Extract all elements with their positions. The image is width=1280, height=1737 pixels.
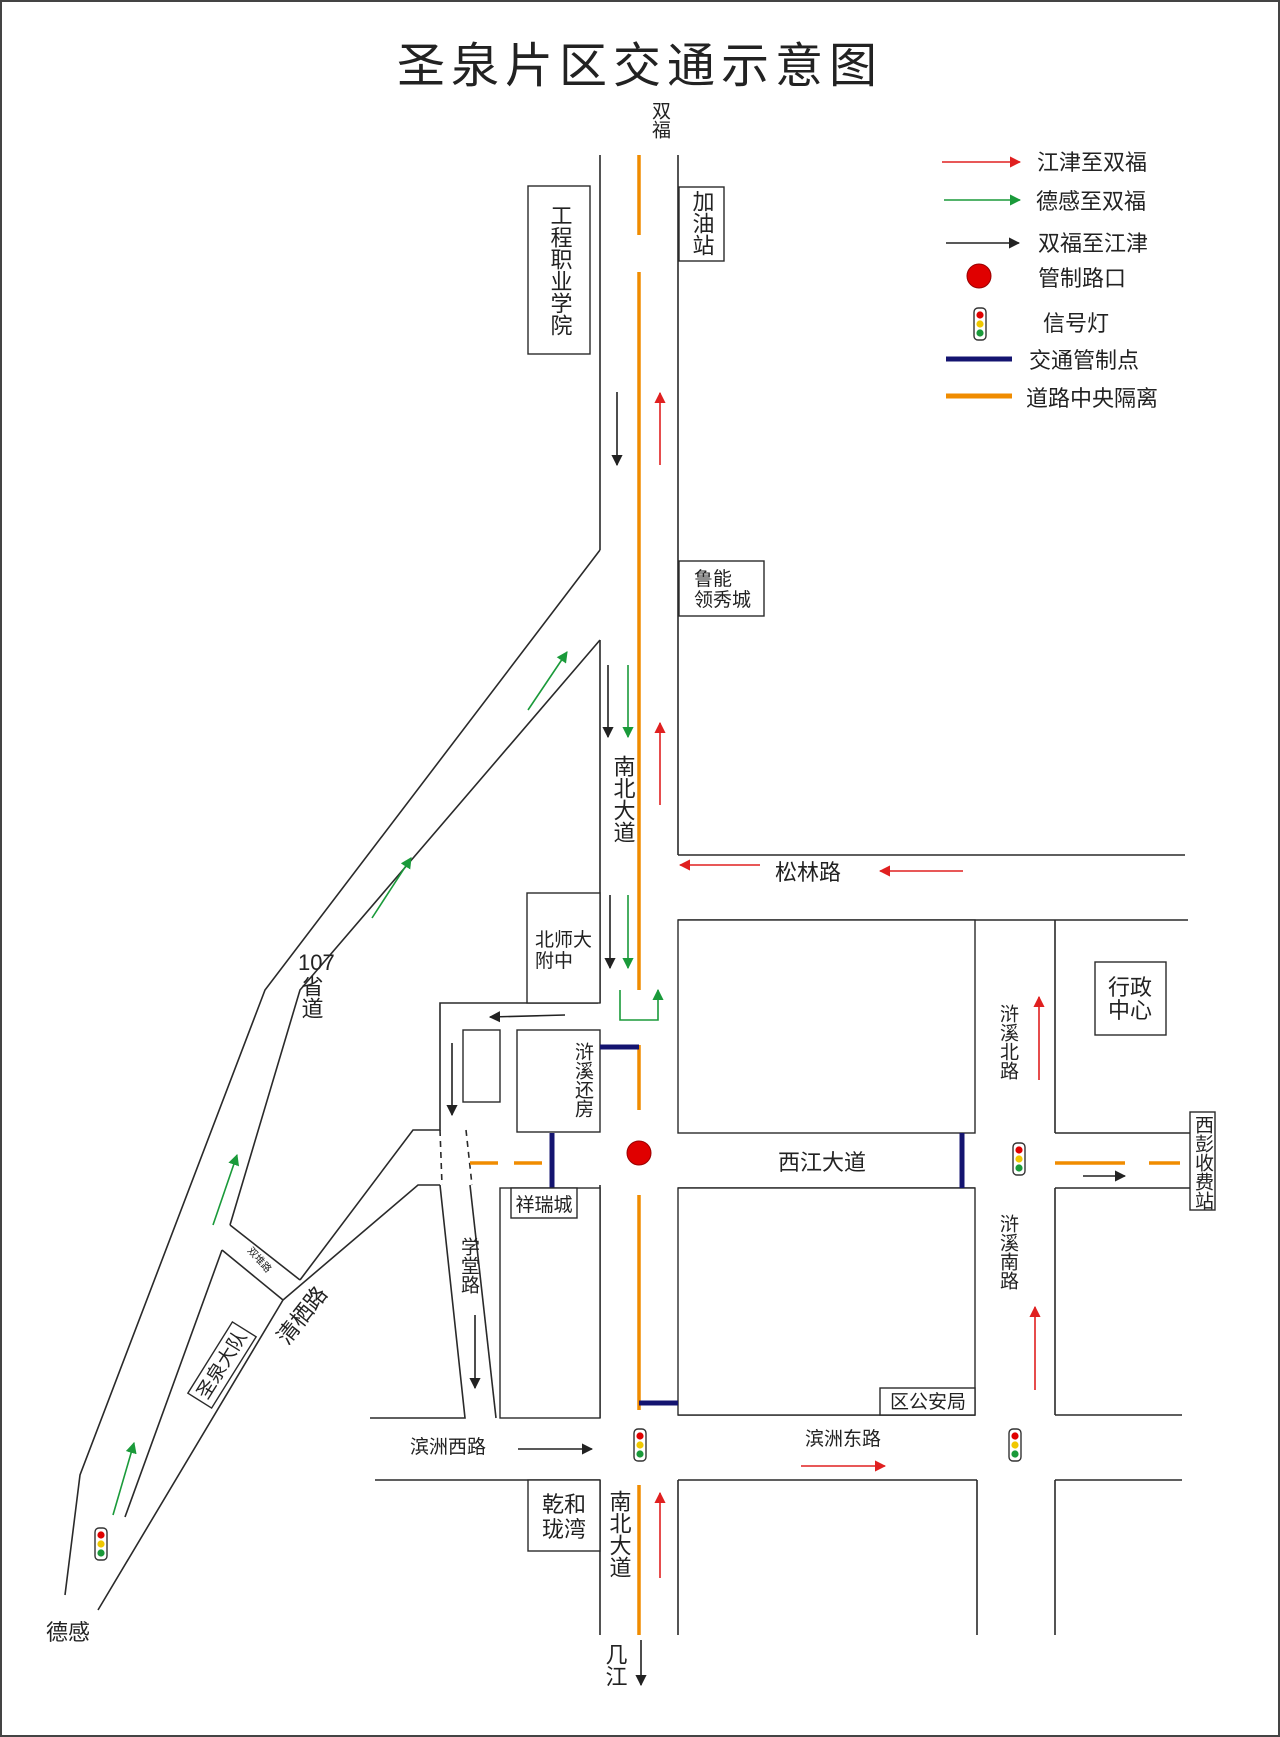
label-shuangfu: 双福 [649,101,671,139]
label-qianhe-line2: 珑湾 [542,1518,586,1543]
legend-label-blue: 交通管制点 [1029,349,1139,374]
traffic-light-binzhou-east [1008,1428,1022,1462]
city-blocks [462,919,976,1419]
qianhe-box [527,1479,601,1552]
label-binzhou-donglu: 滨洲东路 [805,1428,881,1450]
gonganju-box [879,1387,976,1416]
label-xuxi-beilu: 浒溪北路 [997,1004,1019,1080]
green-arrow-107-south [212,1153,240,1226]
block-xiangrui-south [499,1187,601,1419]
label-luneng-line1: 鲁能 [694,568,732,590]
label-xuetang-lu: 学堂路 [458,1237,480,1294]
traffic-light-binzhou-west [633,1428,647,1462]
traffic-control-points [549,1044,965,1406]
label-beishi-line1: 北师大 [535,929,592,951]
legend-red-dot-icon [966,263,992,289]
label-nanbei-dadao-south: 南北大道 [606,1490,632,1578]
legend-traffic-light-icon [973,307,987,341]
label-xingzheng-line2: 中心 [1108,999,1152,1024]
legend-label-orange: 道路中央隔离 [1026,387,1158,412]
jiayouzhan-box [678,186,725,262]
green-arrow-107-mid [371,857,412,919]
legend-label-dot: 管制路口 [1038,267,1126,292]
label-qianhe-line1: 乾和 [542,1493,586,1518]
label-jiayouzhan: 加油站 [689,190,715,256]
route-107-west-edge [64,549,601,1596]
label-degan: 德感 [46,1621,90,1646]
label-beishi-line2: 附中 [535,950,573,972]
label-xiangrui: 祥瑞城 [515,1194,572,1216]
green-arrow-degan [112,1441,137,1516]
xuetang-road-dashed-2 [465,1129,473,1186]
traffic-light-degan [94,1527,108,1561]
label-xuxi-huanfang: 浒溪还房 [572,1042,594,1118]
control-intersection-dot [626,1140,652,1166]
legend-label-red: 江津至双福 [1037,151,1147,176]
label-nanbei-dadao: 南北大道 [610,755,636,843]
block-narrow [462,1029,501,1103]
label-qingqi-lu: 清栖路 [273,1282,333,1349]
legend-label-black: 双福至江津 [1038,232,1148,257]
xipeng-box [1189,1111,1216,1211]
flow-arrows [112,391,1127,1687]
qingqi-road-south-edge [97,1184,440,1611]
xuetang-road-east-edge [469,1184,497,1419]
label-107: 107 [298,950,335,975]
gongcheng-box [527,185,591,355]
page-title: 圣泉片区交通示意图 [397,38,883,94]
legend-label-green: 德感至双福 [1036,190,1146,215]
xingzheng-box [1094,961,1167,1036]
block-xuxi-huanfang [516,1029,601,1133]
shuangdui-road-link [229,1224,301,1281]
label-xingzheng-line1: 行政 [1108,976,1152,1001]
traffic-light-xijiang-east [1012,1142,1026,1176]
black-arrow-qingqi-west [488,1011,566,1023]
label-luneng-line2: 领秀城 [694,589,751,611]
legend-label-light: 信号灯 [1043,312,1109,337]
beishi-box [526,892,601,1004]
label-xijiang-dadao: 西江大道 [778,1151,866,1176]
median-lines [470,155,1180,1635]
xuetang-road-west-edge [370,1184,466,1419]
green-arrow-107-north [527,651,568,711]
label-xuxi-nanlu: 浒溪南路 [997,1214,1019,1290]
xiangrui-box [510,1187,578,1219]
label-xipeng: 西彭收费站 [1192,1115,1214,1210]
route-107-inner-branch [124,1249,223,1518]
luneng-box [678,560,765,617]
label-shengdao: 省道 [298,975,324,1019]
shengquan-box [186,1320,258,1410]
label-binzhou-xilu: 滨洲西路 [410,1436,486,1458]
legend: 江津至双福 德感至双福 双福至江津 管制路口 信号灯 交通管制点 道路中央隔离 [942,151,1158,412]
route-107-east-edge [229,639,601,1226]
xuetang-road-dashed [439,1129,443,1186]
label-songlin-lu: 松林路 [775,861,841,886]
place-labels: 双福 工程职业学院 加油站 鲁能 领秀城 南北大道 松林路 北师大 附中 107… [46,101,1214,1687]
label-qu-gonganju: 区公安局 [890,1391,966,1413]
label-jijiang: 几江 [602,1643,628,1687]
block-south-east [677,1187,976,1416]
shuangdui-road-link-2 [221,1249,284,1301]
block-north-east [677,919,976,1134]
label-gongcheng: 工程职业学院 [547,204,573,336]
green-arrow-u-turn [619,988,664,1021]
